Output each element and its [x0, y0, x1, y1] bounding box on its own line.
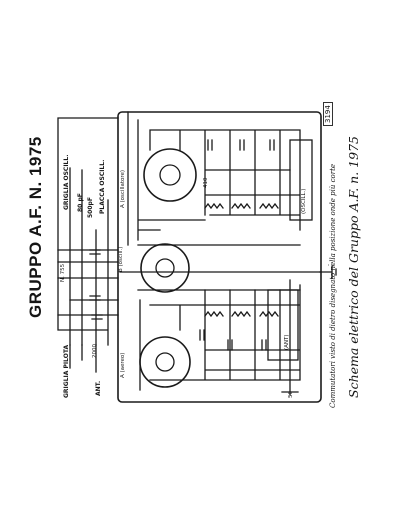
- upper-wiring: [127, 111, 301, 246]
- oscill-box: [289, 139, 313, 221]
- switch-lower-ring: [139, 336, 191, 388]
- ant-box: [267, 289, 299, 361]
- switch-middle-hub: [155, 258, 175, 278]
- label-placca-oscill: PLACCA OSCILL.: [99, 160, 106, 214]
- caption-main: Schema elettrico del Gruppo A.F. n. 1975: [346, 136, 361, 398]
- coil-upper-3: [259, 202, 279, 210]
- label-minus: -: [326, 264, 332, 266]
- label-oscill-box: (OSCILL.): [301, 189, 307, 214]
- label-cap-500: 500pF: [87, 197, 94, 218]
- label-b-oscill: B (oscill.): [118, 247, 124, 272]
- chassis-outline: [117, 111, 322, 403]
- left-capacitors: [89, 249, 103, 320]
- coil-lower-2: [231, 310, 251, 318]
- switch-lower-hub: [155, 352, 175, 372]
- ground-symbol: [319, 265, 337, 279]
- label-a-aereo: A (aereo): [120, 353, 126, 378]
- label-ant: ANT.: [95, 381, 102, 396]
- switch-upper-ring: [143, 148, 197, 202]
- lower-wiring: [139, 279, 301, 396]
- left-feeder-wires: [57, 117, 119, 346]
- label-ant-box: (ANT): [284, 334, 290, 350]
- label-cap-80: 80 pF: [77, 193, 84, 212]
- trimmers-top: [207, 139, 275, 151]
- label-a-oscill: A (oscillatore): [120, 170, 126, 208]
- page-title: GRUPPO A.F. N. 1975: [26, 136, 45, 318]
- switch-middle-ring: [140, 243, 190, 293]
- coil-lower-1: [204, 310, 224, 318]
- caption-note: Commutatori visto di dietro disegnato ne…: [329, 163, 337, 408]
- coil-lower-3: [259, 310, 279, 318]
- left-cross-wires: [57, 249, 119, 316]
- reference-number: 3194: [323, 102, 333, 126]
- coil-upper-1: [204, 202, 224, 210]
- label-410: 410: [203, 177, 209, 188]
- label-griglia-oscill: GRIGLIA OSCILL.: [63, 155, 70, 210]
- switch-upper-hub: [159, 164, 181, 186]
- label-griglia-pilota: GRIGLIA PILOTA: [63, 345, 70, 398]
- trimmers-bottom: [199, 329, 267, 351]
- label-n755: N. 755: [60, 263, 66, 282]
- input-leads: [69, 344, 97, 373]
- label-2000: 2000: [92, 344, 98, 358]
- label-50: 50: [288, 391, 294, 398]
- coil-upper-2: [231, 202, 251, 210]
